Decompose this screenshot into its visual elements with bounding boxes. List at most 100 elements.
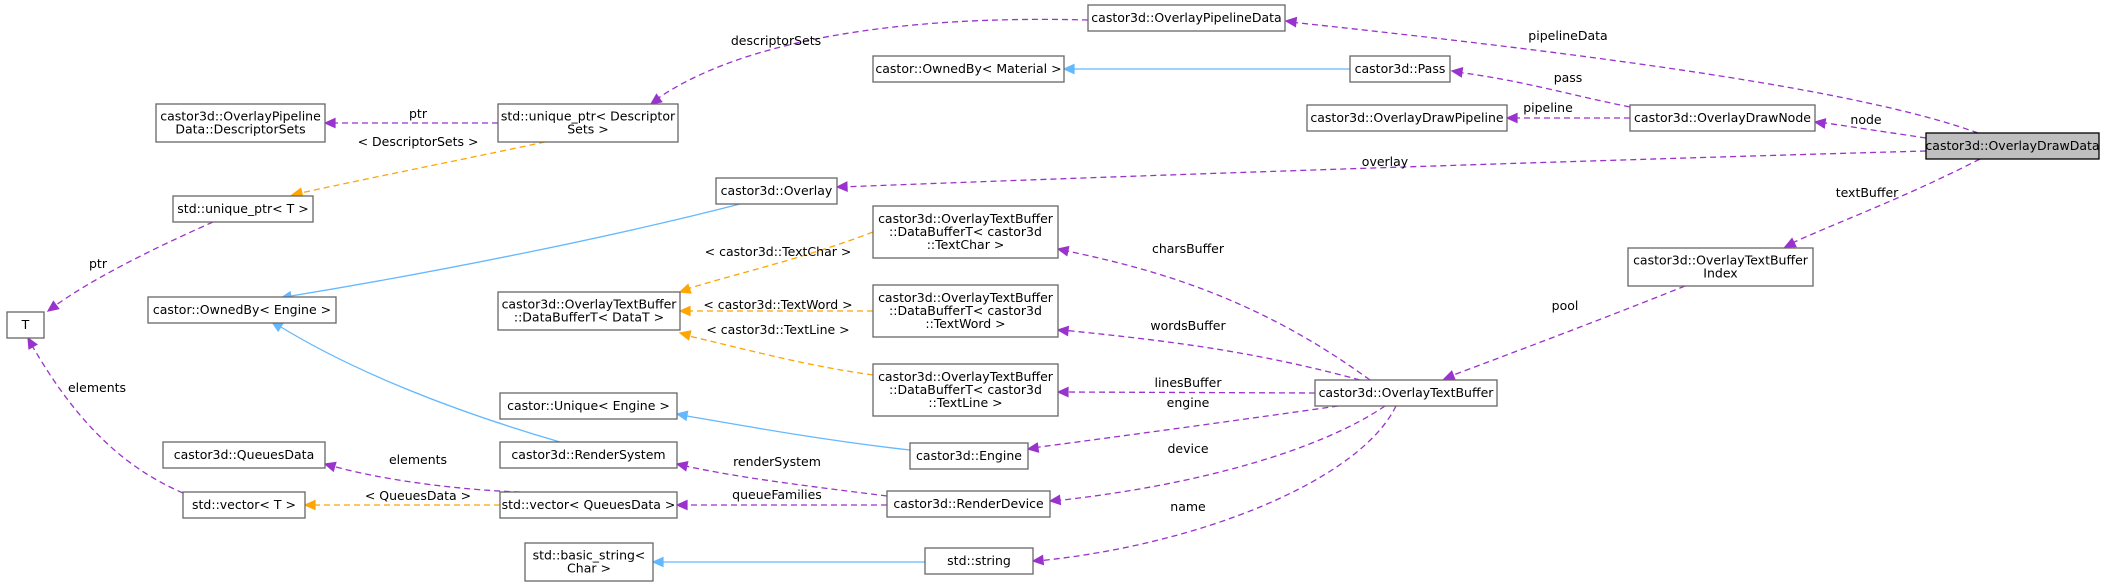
node-label: castor3d::OverlayDrawNode: [1634, 110, 1811, 125]
edge-descriptorSets: [649, 18, 1089, 105]
edge-arrowhead: [1450, 67, 1464, 78]
edge-line: [840, 150, 1927, 188]
edge-label: pipelineData: [1528, 28, 1607, 43]
edge-line: [1289, 21, 1979, 134]
edge-label: < castor3d::TextChar >: [705, 244, 852, 259]
edge-label: < QueuesData >: [365, 488, 471, 503]
edge-line: [1031, 405, 1339, 449]
class-node-unique-ptr-t[interactable]: std::unique_ptr< T >: [172, 195, 314, 223]
class-node-descriptor-sets[interactable]: castor3d::OverlayPipelineData::Descripto…: [155, 103, 326, 143]
edge-line: [295, 141, 546, 195]
edge-tmpl_textline: [678, 330, 874, 376]
node-box: [147, 296, 337, 324]
edge-tmpl_textchar: [678, 231, 874, 294]
class-node-data-buffer-text-word[interactable]: castor3d::OverlayTextBuffer::DataBufferT…: [872, 284, 1059, 338]
node-label: ::TextChar >: [927, 237, 1005, 252]
class-node-overlay-draw-data[interactable]: castor3d::OverlayDrawData: [1925, 132, 2100, 160]
class-node-unique-engine[interactable]: castor::Unique< Engine >: [499, 392, 678, 420]
node-box: [872, 363, 1059, 417]
edge-arrowhead: [651, 556, 664, 568]
class-node-render-system[interactable]: castor3d::RenderSystem: [499, 441, 678, 469]
class-node-queues-data[interactable]: castor3d::QueuesData: [162, 441, 326, 469]
edge-line: [1036, 405, 1397, 562]
edge-label: name: [1170, 499, 1206, 514]
class-node-overlay-draw-pipeline[interactable]: castor3d::OverlayDrawPipeline: [1306, 104, 1508, 132]
node-label: ::DataBufferT< castor3d: [889, 224, 1042, 239]
node-box: [1314, 379, 1498, 407]
edge-label: overlay: [1362, 154, 1409, 169]
node-box: [909, 442, 1029, 470]
edge-pipelineData: [1284, 16, 1979, 134]
node-box: [499, 441, 678, 469]
node-box: [1629, 104, 1816, 132]
edge-label: descriptorSets: [731, 33, 821, 48]
edge-arrowhead: [1505, 112, 1518, 124]
edge-arrowhead: [678, 305, 691, 317]
class-node-pass[interactable]: castor3d::Pass: [1349, 55, 1451, 83]
edge-queueFamilies: [675, 499, 887, 511]
edge-name: [1031, 405, 1397, 566]
edge-label: < DescriptorSets >: [358, 134, 479, 149]
class-node-overlay-pipeline-data[interactable]: castor3d::OverlayPipelineData: [1087, 4, 1286, 32]
edge-label: < castor3d::TextWord >: [703, 297, 852, 312]
node-label: Index: [1703, 266, 1737, 281]
node-box: [872, 205, 1059, 259]
edge-arrowhead: [303, 499, 316, 511]
class-node-render-device[interactable]: castor3d::RenderDevice: [886, 490, 1051, 518]
class-node-overlay-draw-node[interactable]: castor3d::OverlayDrawNode: [1629, 104, 1816, 132]
node-label: castor3d::OverlayDrawPipeline: [1310, 110, 1504, 125]
edge-line: [1447, 285, 1686, 378]
class-node-engine[interactable]: castor3d::Engine: [909, 442, 1029, 470]
node-box: [182, 491, 306, 519]
node-label: Char >: [567, 561, 611, 576]
edge-label: < castor3d::TextLine >: [706, 322, 849, 337]
class-node-data-buffer-t[interactable]: castor3d::OverlayTextBuffer::DataBufferT…: [497, 291, 681, 331]
edge-arrowhead: [1048, 494, 1062, 506]
class-node-basic-string[interactable]: std::basic_string<Char >: [524, 542, 654, 582]
class-node-string[interactable]: std::string: [924, 547, 1034, 575]
node-label: Sets >: [567, 122, 609, 137]
class-node-vector-queues-data[interactable]: std::vector< QueuesData >: [499, 491, 678, 519]
class-node-data-buffer-text-line[interactable]: castor3d::OverlayTextBuffer::DataBufferT…: [872, 363, 1059, 417]
node-label: castor3d::Engine: [916, 448, 1022, 463]
class-node-unique-ptr-descriptor-sets[interactable]: std::unique_ptr< DescriptorSets >: [497, 103, 679, 143]
node-box: [497, 103, 679, 143]
edge-inh_engine: [675, 410, 911, 451]
edge-linesBuffer: [1056, 386, 1316, 398]
edge-label: elements: [389, 452, 447, 467]
edge-pool: [1442, 285, 1686, 381]
edge-arrowhead: [1056, 325, 1070, 337]
edge-label: linesBuffer: [1154, 375, 1222, 390]
edge-tmpl_queuesdata: [303, 499, 500, 511]
node-box: [172, 195, 314, 223]
edge-line: [1061, 249, 1371, 381]
node-label: castor3d::OverlayTextBuffer: [878, 369, 1054, 384]
node-label: castor3d::RenderDevice: [893, 496, 1044, 511]
node-label: castor3d::OverlayPipelineData: [1091, 10, 1281, 25]
node-label: castor3d::Overlay: [721, 183, 833, 198]
class-node-vector-t[interactable]: std::vector< T >: [182, 491, 306, 519]
node-box: [1349, 55, 1451, 83]
edge-pass: [1450, 67, 1631, 108]
class-node-owned-by-engine[interactable]: castor::OwnedBy< Engine >: [147, 296, 337, 324]
edge-ptr_t: [46, 221, 214, 312]
edge-arrowhead: [1284, 16, 1298, 28]
class-node-overlay-text-buffer[interactable]: castor3d::OverlayTextBuffer: [1314, 379, 1498, 407]
edge-arrowhead: [1026, 442, 1040, 453]
edge-inh_material: [1062, 63, 1350, 75]
edge-line: [680, 414, 911, 451]
edge-line: [328, 464, 521, 493]
class-node-overlay[interactable]: castor3d::Overlay: [715, 177, 838, 205]
class-node-data-buffer-text-char[interactable]: castor3d::OverlayTextBuffer::DataBufferT…: [872, 205, 1059, 259]
class-node-owned-by-material[interactable]: castor::OwnedBy< Material >: [872, 55, 1065, 83]
class-node-t[interactable]: T: [6, 311, 45, 339]
node-box: [499, 392, 678, 420]
edge-node: [1813, 118, 1927, 139]
node-box: [162, 441, 326, 469]
edge-wordsBuffer: [1056, 325, 1361, 381]
node-label: ::DataBufferT< castor3d: [889, 382, 1042, 397]
edge-arrowhead: [835, 181, 848, 193]
edge-line: [275, 323, 561, 443]
node-label: castor::Unique< Engine >: [507, 398, 670, 413]
